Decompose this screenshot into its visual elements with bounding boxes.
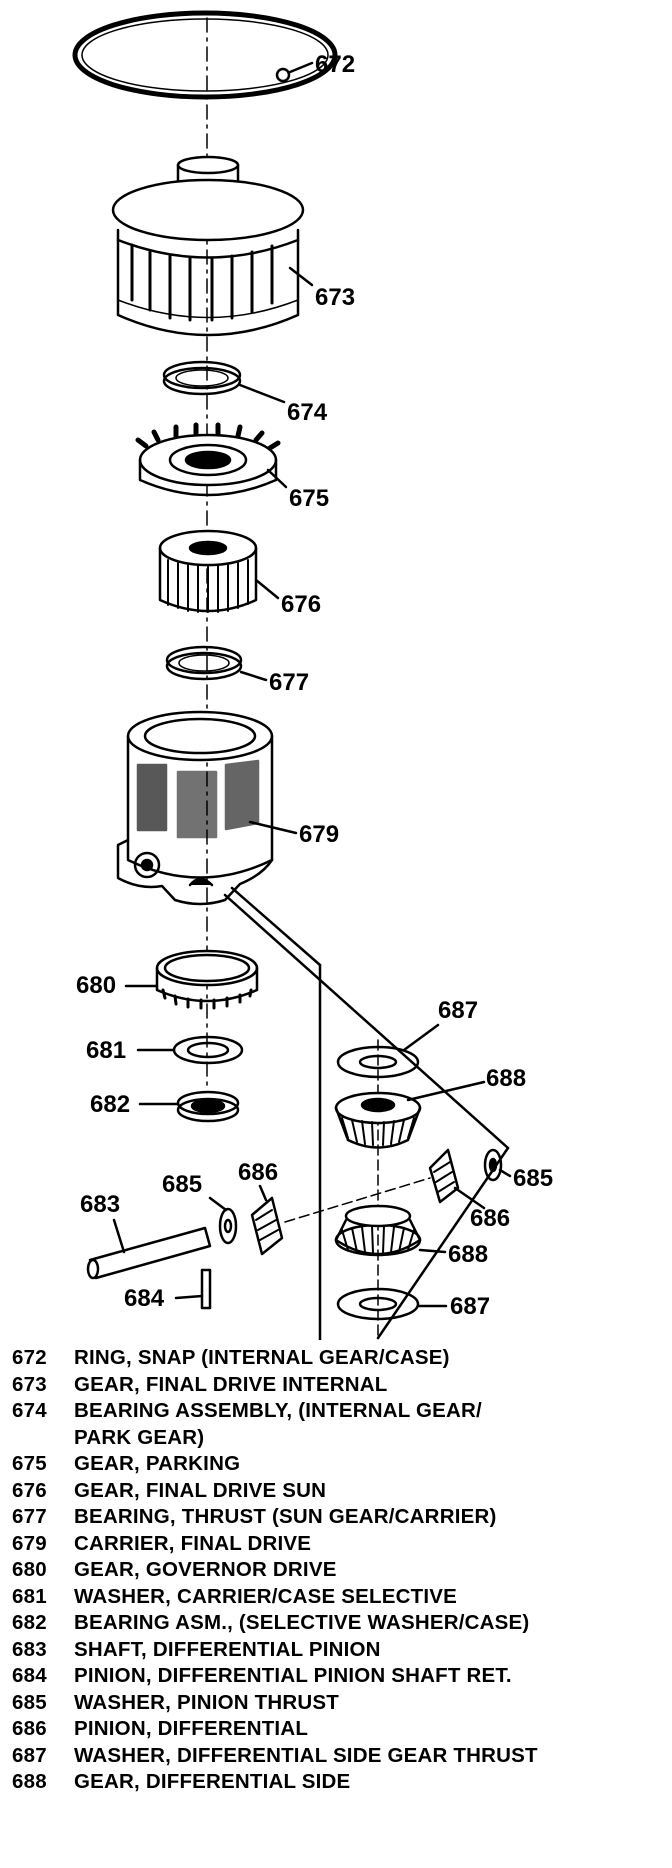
legend-part-number: 682 [12, 1611, 47, 1634]
callout-673: 673 [315, 284, 355, 311]
legend-row: 675 GEAR, PARKING [12, 1451, 662, 1478]
legend-part-number: 674 [12, 1399, 47, 1422]
callout-688-top: 688 [486, 1065, 526, 1092]
legend-part-description: GEAR, GOVERNOR DRIVE [74, 1558, 337, 1581]
legend-row: 676 GEAR, FINAL DRIVE SUN [12, 1478, 662, 1505]
legend-part-number: 672 [12, 1346, 47, 1369]
legend-part-number: 683 [12, 1637, 47, 1661]
legend-row: 686 PINION, DIFFERENTIAL [12, 1716, 662, 1743]
legend-row: 681 WASHER, CARRIER/CASE SELECTIVE [12, 1584, 662, 1611]
legend-part-number: 688 [12, 1770, 47, 1793]
callout-685-right: 685 [513, 1165, 553, 1192]
callout-680: 680 [76, 972, 116, 999]
differential-side-gear-part-top [334, 1080, 486, 1149]
sun-gear-part [158, 529, 280, 613]
callout-682: 682 [90, 1091, 130, 1118]
legend-part-number: 680 [12, 1558, 47, 1581]
side-gear-thrust-washer-part-top [336, 1023, 440, 1079]
callout-683: 683 [80, 1191, 120, 1218]
parking-gear-part [135, 422, 288, 497]
snap-ring-part [72, 10, 338, 100]
exploded-parts-diagram: 672 673 674 675 676 677 679 680 681 682 … [72, 10, 553, 1340]
legend-part-number: 681 [12, 1584, 47, 1608]
legend-row: 674 BEARING ASSEMBLY, (INTERNAL GEAR/ PAR… [12, 1398, 662, 1451]
legend-part-description: PINION, DIFFERENTIAL PINION SHAFT RET. [74, 1664, 512, 1687]
legend-row: 688 GEAR, DIFFERENTIAL SIDE [12, 1769, 662, 1796]
legend-row: 679 CARRIER, FINAL DRIVE [12, 1531, 662, 1558]
callout-686-left: 686 [238, 1159, 278, 1186]
legend-part-description: WASHER, PINION THRUST [74, 1690, 340, 1714]
legend-part-description: BEARING ASSEMBLY, (INTERNAL GEAR/ PARK G… [74, 1399, 482, 1449]
final-drive-internal-gear-part [111, 155, 314, 337]
callout-687-bottom: 687 [450, 1293, 490, 1320]
legend-row: 682 BEARING ASM., (SELECTIVE WASHER/CASE) [12, 1610, 662, 1637]
legend-part-description: BEARING ASM., (SELECTIVE WASHER/CASE) [74, 1611, 530, 1634]
legend-part-description: GEAR, PARKING [74, 1452, 241, 1475]
side-gear-thrust-washer-part-bottom [336, 1287, 448, 1321]
legend-part-description: GEAR, FINAL DRIVE SUN [74, 1478, 327, 1502]
thrust-bearing-part [165, 645, 268, 682]
callout-677: 677 [269, 669, 309, 696]
legend-row: 684 PINION, DIFFERENTIAL PINION SHAFT RET… [12, 1663, 662, 1690]
callout-685-left: 685 [162, 1171, 202, 1198]
legend-part-number: 685 [12, 1690, 47, 1714]
governor-drive-gear-part [124, 949, 259, 1010]
legend-part-number: 673 [12, 1372, 47, 1396]
legend-part-number: 676 [12, 1478, 47, 1502]
shaft-retainer-pin-part [174, 1268, 212, 1310]
legend-part-number: 687 [12, 1743, 47, 1767]
callout-674: 674 [287, 399, 328, 426]
legend-part-description: RING, SNAP (INTERNAL GEAR/CASE) [74, 1346, 450, 1369]
legend-part-number: 686 [12, 1717, 47, 1740]
legend-row: 683 SHAFT, DIFFERENTIAL PINION [12, 1637, 662, 1664]
legend-part-description: WASHER, CARRIER/CASE SELECTIVE [74, 1584, 458, 1608]
pinion-thrust-washer-part-right [483, 1148, 512, 1182]
differential-pinion-shaft-part [86, 1218, 212, 1280]
legend-part-description: PINION, DIFFERENTIAL [74, 1717, 309, 1740]
legend-part-description: GEAR, DIFFERENTIAL SIDE [74, 1770, 351, 1793]
differential-side-gear-part-bottom [334, 1204, 447, 1257]
callout-675: 675 [289, 485, 329, 512]
legend-row: 680 GEAR, GOVERNOR DRIVE [12, 1557, 662, 1584]
callout-684: 684 [124, 1285, 165, 1312]
callout-672: 672 [315, 51, 355, 78]
differential-pinion-part-right [428, 1148, 486, 1210]
legend-part-description: GEAR, FINAL DRIVE INTERNAL [74, 1372, 388, 1396]
legend-row: 685 WASHER, PINION THRUST [12, 1690, 662, 1717]
legend-row: 687 WASHER, DIFFERENTIAL SIDE GEAR THRUST [12, 1743, 662, 1770]
callout-686-right: 686 [470, 1205, 510, 1232]
differential-pinion-part-left [250, 1184, 284, 1256]
pinion-thrust-washer-part-left [208, 1196, 238, 1245]
legend-part-description: CARRIER, FINAL DRIVE [74, 1531, 312, 1555]
legend-part-number: 677 [12, 1505, 47, 1528]
legend-part-description: WASHER, DIFFERENTIAL SIDE GEAR THRUST [74, 1743, 538, 1767]
legend-part-description: BEARING, THRUST (SUN GEAR/CARRIER) [74, 1505, 497, 1528]
callout-688-bottom: 688 [448, 1241, 488, 1268]
callout-681: 681 [86, 1037, 126, 1064]
legend-row: 677 BEARING, THRUST (SUN GEAR/CARRIER) [12, 1504, 662, 1531]
legend-part-number: 675 [12, 1452, 47, 1475]
callout-679: 679 [299, 821, 339, 848]
legend-part-description: SHAFT, DIFFERENTIAL PINION [74, 1637, 381, 1661]
bearing-assembly-part [162, 360, 286, 404]
callout-676: 676 [281, 591, 321, 618]
legend-part-number: 684 [12, 1664, 47, 1687]
callout-687-top: 687 [438, 997, 478, 1024]
legend-row: 672 RING, SNAP (INTERNAL GEAR/CASE) [12, 1345, 662, 1372]
legend-part-number: 679 [12, 1531, 47, 1555]
carrier-case-washer-part [136, 1035, 244, 1065]
final-drive-carrier-part [116, 710, 298, 906]
selective-bearing-part [138, 1090, 240, 1123]
legend-row: 673 GEAR, FINAL DRIVE INTERNAL [12, 1372, 662, 1399]
